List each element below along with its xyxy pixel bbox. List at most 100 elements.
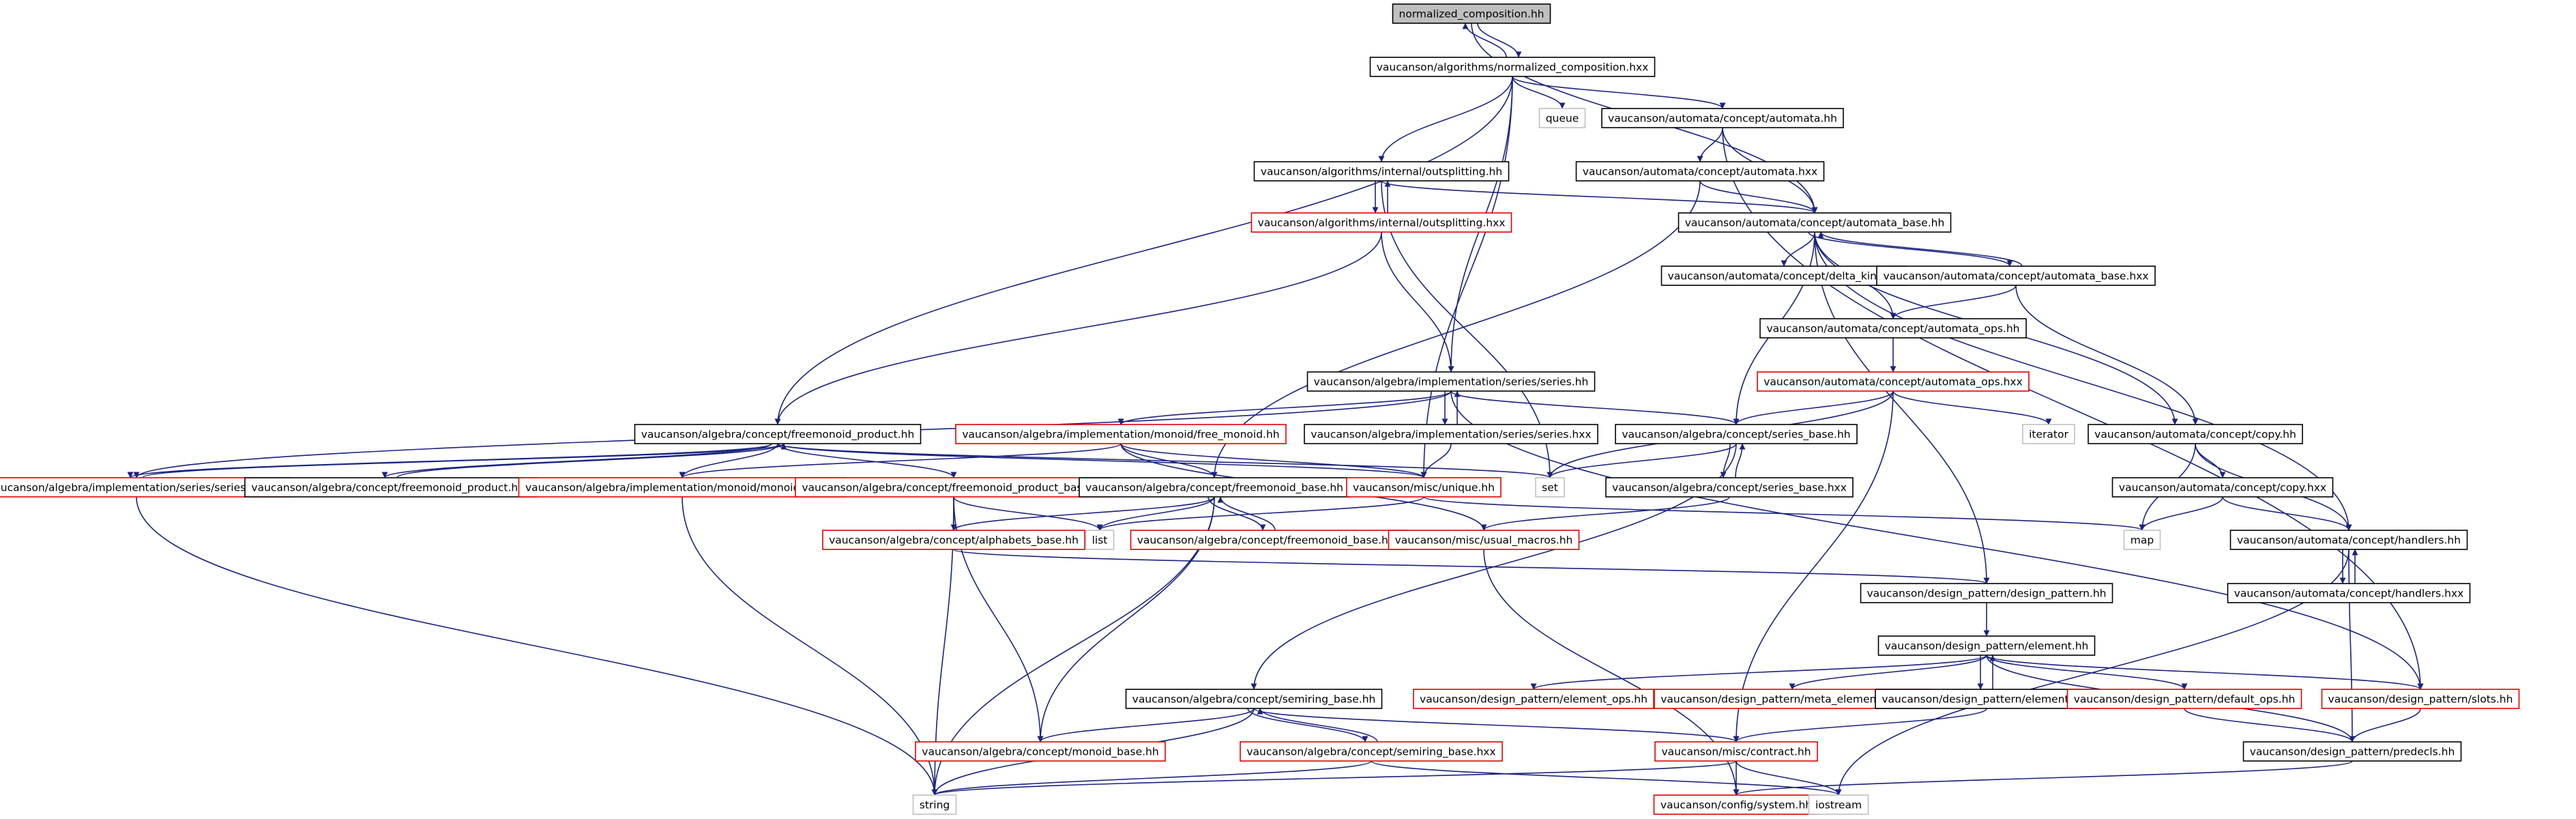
edge-path [142, 443, 787, 478]
node-element-hxx[interactable]: vaucanson/design_pattern/element.hxx [1875, 689, 2098, 709]
node-series-base-hh[interactable]: vaucanson/algebra/concept/series_base.hh [1615, 424, 1858, 444]
node-automata-ops-hxx[interactable]: vaucanson/automata/concept/automata_ops.… [1757, 371, 2030, 392]
node-system-hh[interactable]: vaucanson/config/system.hh [1653, 794, 1819, 815]
edge-path [1735, 443, 1746, 478]
node-element-hh[interactable]: vaucanson/design_pattern/element.hh [1877, 635, 2096, 656]
edge-freemonoid-base-hh-to-alphabets-base-hh [950, 496, 1215, 531]
node-outsplit-hxx[interactable]: vaucanson/algorithms/internal/outsplitti… [1250, 212, 1512, 233]
node-freemonoid-product-base-hh[interactable]: vaucanson/algebra/concept/freemonoid_pro… [795, 477, 1113, 498]
node-root[interactable]: normalized_composition.hh [1392, 3, 1551, 24]
edge-path [1217, 496, 1276, 531]
edge-path [931, 760, 1737, 796]
node-box [1759, 318, 2027, 339]
node-label: vaucanson/automata/concept/automata_ops.… [1766, 323, 2019, 336]
node-label: vaucanson/algebra/concept/semiring_base.… [1132, 693, 1376, 706]
edge-path [1892, 390, 2052, 425]
node-series-hxx[interactable]: vaucanson/algebra/implementation/series/… [1304, 424, 1598, 444]
edge-path [1450, 390, 1740, 425]
node-freemonoid-product-hxx[interactable]: vaucanson/algebra/concept/freemonoid_pro… [244, 477, 538, 498]
node-freemonoid-product-hh[interactable]: vaucanson/algebra/concept/freemonoid_pro… [634, 424, 922, 444]
edge-free-monoid-hh-to-unique-hh [1120, 443, 1427, 478]
node-delta-kind[interactable]: vaucanson/automata/concept/delta_kind.hh [1660, 265, 1907, 286]
node-copy-hxx[interactable]: vaucanson/automata/concept/copy.hxx [2111, 477, 2334, 498]
node-semiring-base-hxx[interactable]: vaucanson/algebra/concept/semiring_base.… [1240, 741, 1503, 762]
node-map[interactable]: map [2123, 530, 2161, 550]
edge-path [1736, 760, 1842, 796]
edge-element-hxx-to-contract-hh [1733, 708, 1987, 743]
edge-slots-hh-to-predecls-hh [2349, 708, 2421, 743]
node-queue[interactable]: queue [1538, 108, 1586, 128]
node-series-base-hxx[interactable]: vaucanson/algebra/concept/series_base.hx… [1605, 477, 1854, 498]
node-outsplit-hh[interactable]: vaucanson/algorithms/internal/outsplitti… [1253, 161, 1510, 182]
node-monoid-rep-hh[interactable]: vaucanson/algebra/implementation/monoid/… [518, 477, 847, 498]
node-freemonoid-base-hxx[interactable]: vaucanson/algebra/concept/freemonoid_bas… [1130, 530, 1408, 550]
node-freemonoid-base-hh[interactable]: vaucanson/algebra/concept/freemonoid_bas… [1079, 477, 1350, 498]
node-automata-hh[interactable]: vaucanson/automata/concept/automata.hh [1601, 108, 1844, 128]
node-iterator1[interactable]: iterator [2022, 424, 2075, 444]
edge-nc-hxx-to-freemonoid-product-hh [774, 76, 1513, 425]
edge-series-rep-hh-to-string [136, 496, 938, 796]
edge-path [1699, 180, 1818, 214]
edge-contract-hh-to-iostream [1736, 760, 1842, 796]
node-label: vaucanson/algebra/concept/freemonoid_pro… [641, 429, 915, 442]
node-contract-hh[interactable]: vaucanson/misc/contract.hh [1654, 741, 1818, 762]
node-label: vaucanson/automata/concept/automata_ops.… [1763, 376, 2023, 389]
node-label: vaucanson/design_pattern/predecls.hh [2250, 746, 2455, 759]
node-slots-hh[interactable]: vaucanson/design_pattern/slots.hh [2321, 689, 2520, 709]
edge-unique-hh-to-list [1096, 496, 1424, 531]
edge-default-ops-hh-to-predecls-hh [2184, 708, 2356, 743]
node-default-ops-hh[interactable]: vaucanson/design_pattern/default_ops.hh [2066, 689, 2302, 709]
node-handlers-hh[interactable]: vaucanson/automata/concept/handlers.hh [2229, 530, 2468, 550]
edge-automata-base-hxx-to-copy-hh [2015, 285, 2199, 425]
node-label: vaucanson/automata/concept/copy.hxx [2119, 482, 2326, 494]
node-label: vaucanson/algorithms/normalized_composit… [1377, 61, 1649, 74]
node-series-rep-hh[interactable]: vaucanson/algebra/implementation/series/… [0, 477, 292, 498]
node-handlers-hxx[interactable]: vaucanson/automata/concept/handlers.hxx [2227, 583, 2471, 603]
node-string[interactable]: string [912, 794, 957, 815]
node-nc-hxx[interactable]: vaucanson/algorithms/normalized_composit… [1369, 57, 1656, 77]
node-alphabets-base-hh[interactable]: vaucanson/algebra/concept/alphabets_base… [822, 530, 1085, 550]
node-label: list [1092, 534, 1108, 547]
node-label: vaucanson/automata/concept/delta_kind.hh [1668, 270, 1901, 283]
node-usual-macros-hh[interactable]: vaucanson/misc/usual_macros.hh [1388, 530, 1580, 550]
node-automata-base-hh[interactable]: vaucanson/automata/concept/automata_base… [1678, 212, 1952, 233]
node-box [1875, 689, 2098, 709]
edge-path [1037, 708, 1255, 743]
node-label: vaucanson/misc/contract.hh [1661, 746, 1811, 758]
node-automata-base-hxx[interactable]: vaucanson/automata/concept/automata_base… [1876, 265, 2156, 286]
edge-series-hh-to-slots-hh [1450, 390, 2424, 690]
node-box [1678, 212, 1952, 233]
node-iostream[interactable]: iostream [1808, 794, 1869, 815]
node-free-monoid-hh[interactable]: vaucanson/algebra/implementation/monoid/… [955, 424, 1287, 444]
node-label: vaucanson/design_pattern/meta_element_ro… [1660, 693, 1924, 706]
edge-nc-hxx-to-outsplit-hh [1378, 76, 1513, 162]
edge-automata-base-hxx-to-automata-ops-hh [1890, 285, 2017, 319]
node-semiring-base-hh[interactable]: vaucanson/algebra/concept/semiring_base.… [1125, 689, 1383, 709]
edge-path [679, 443, 778, 478]
node-design-pattern-hh[interactable]: vaucanson/design_pattern/design_pattern.… [1860, 583, 2113, 603]
edge-path [1512, 76, 1726, 109]
edge-series-base-hxx-to-series-base-hh [1735, 443, 1746, 478]
edge-automata-base-hh-to-delta-kind [1781, 231, 1815, 267]
node-automata-ops-hh[interactable]: vaucanson/automata/concept/automata_ops.… [1759, 318, 2027, 339]
node-automata-hxx[interactable]: vaucanson/automata/concept/automata.hxx [1575, 161, 1825, 182]
edge-path [679, 443, 1122, 478]
node-copy-hh[interactable]: vaucanson/automata/concept/copy.hh [2088, 424, 2303, 444]
node-box [518, 477, 847, 498]
node-monoid-base-hh[interactable]: vaucanson/algebra/concept/monoid_base.hh [915, 741, 1166, 762]
edge-path [1208, 496, 1266, 531]
node-label: vaucanson/design_pattern/default_ops.hh [2074, 693, 2296, 706]
node-list[interactable]: list [1085, 530, 1115, 550]
node-series-hh[interactable]: vaucanson/algebra/implementation/series/… [1306, 371, 1596, 392]
node-element-ops-hh[interactable]: vaucanson/design_pattern/element_ops.hh [1413, 689, 1654, 709]
edge-copy-hh-to-copy-hxx [2195, 443, 2226, 478]
node-unique-hh[interactable]: vaucanson/misc/unique.hh [1346, 477, 1502, 498]
node-predecls-hh[interactable]: vaucanson/design_pattern/predecls.hh [2242, 741, 2462, 762]
edge-element-hh-to-default-ops-hh [1986, 655, 2188, 690]
edge-path [1096, 496, 1424, 531]
edge-automata-base-hxx-to-automata-base-hh [1817, 231, 2023, 267]
node-set[interactable]: set [1535, 477, 1565, 498]
edge-outsplit-hh-to-automata-base-hh [1381, 180, 1818, 214]
node-box [2229, 530, 2468, 550]
node-box [2022, 424, 2075, 444]
